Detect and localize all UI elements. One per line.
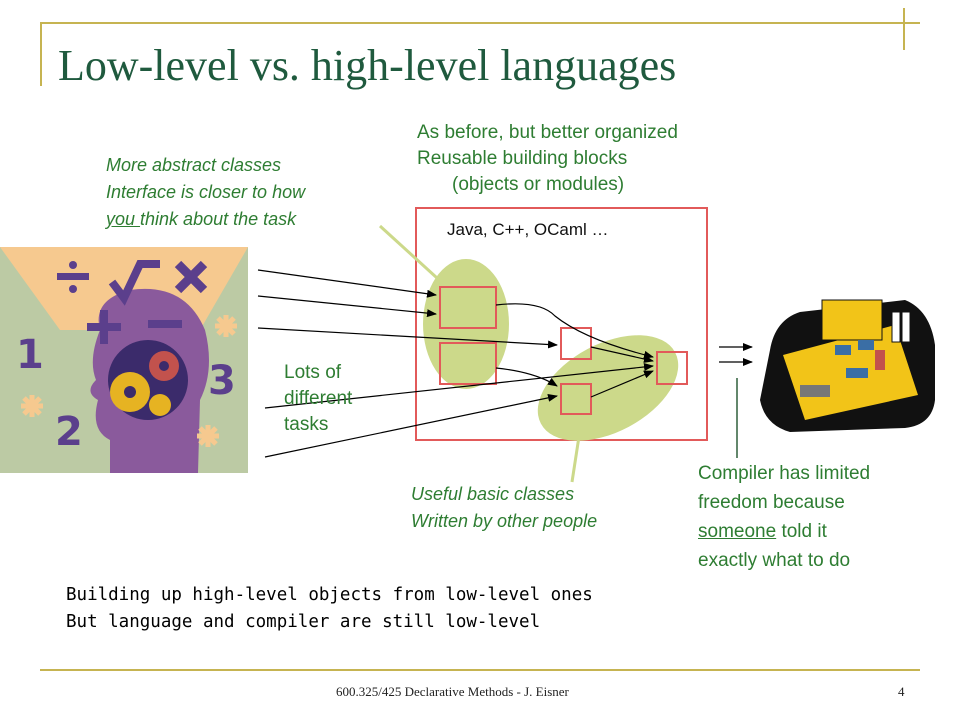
tasks-note: Lots of different tasks bbox=[284, 360, 384, 438]
summary-line1: Building up high-level objects from low-… bbox=[66, 585, 593, 605]
summary-line2: But language and compiler are still low-… bbox=[66, 612, 541, 632]
tasks-note-line3: tasks bbox=[284, 414, 329, 435]
abstract-note-underlined: you bbox=[106, 209, 141, 229]
abstract-classes-ellipse bbox=[423, 259, 509, 389]
abstract-note: More abstract classes Interface is close… bbox=[106, 152, 396, 233]
head-with-gears-clipart: 1 2 3 bbox=[0, 247, 248, 473]
abstract-note-rest: think about the task bbox=[140, 209, 297, 229]
footer-text: 600.325/425 Declarative Methods - J. Eis… bbox=[336, 684, 569, 699]
bottom-accent-line bbox=[40, 669, 920, 671]
page-number: 4 bbox=[898, 684, 905, 699]
compiler-note-underlined: someone bbox=[698, 521, 777, 542]
left-accent-line bbox=[40, 22, 42, 86]
compiler-note-rest: told it bbox=[776, 521, 827, 542]
slide-title: Low-level vs. high-level languages bbox=[58, 41, 677, 90]
abstract-note-line2: Interface is closer to how bbox=[106, 182, 306, 202]
top-accent-line bbox=[40, 22, 920, 24]
compiler-note-line2: freedom because bbox=[698, 492, 845, 513]
basic-note-line1: Useful basic classes bbox=[411, 484, 575, 504]
abstract-note-line1: More abstract classes bbox=[106, 155, 282, 175]
top-note-line1: As before, but better organized bbox=[417, 122, 678, 143]
svg-text:2: 2 bbox=[55, 409, 83, 455]
top-note: As before, but better organized Reusable… bbox=[417, 120, 757, 198]
compiler-note-line4: exactly what to do bbox=[698, 550, 851, 571]
tasks-note-line2: different bbox=[284, 388, 353, 409]
abstract-note-line3: you think about the task bbox=[106, 206, 396, 233]
circuit-board-clipart bbox=[760, 299, 935, 432]
basic-note: Useful basic classes Written by other pe… bbox=[411, 481, 681, 535]
top-note-line3: (objects or modules) bbox=[452, 174, 625, 195]
box-label: Java, C++, OCaml … bbox=[447, 220, 609, 239]
compiler-note: Compiler has limited freedom because som… bbox=[698, 459, 938, 575]
basic-note-line2: Written by other people bbox=[411, 511, 598, 531]
right-accent-line bbox=[903, 8, 905, 50]
top-note-line2: Reusable building blocks bbox=[417, 148, 628, 169]
svg-text:3: 3 bbox=[208, 358, 236, 404]
svg-text:1: 1 bbox=[16, 332, 44, 378]
compiler-note-line1: Compiler has limited bbox=[698, 463, 871, 484]
compiler-note-line3: someone told it bbox=[698, 517, 938, 546]
summary: Building up high-level objects from low-… bbox=[66, 582, 766, 636]
language-box bbox=[415, 207, 708, 441]
tasks-note-line1: Lots of bbox=[284, 362, 342, 383]
